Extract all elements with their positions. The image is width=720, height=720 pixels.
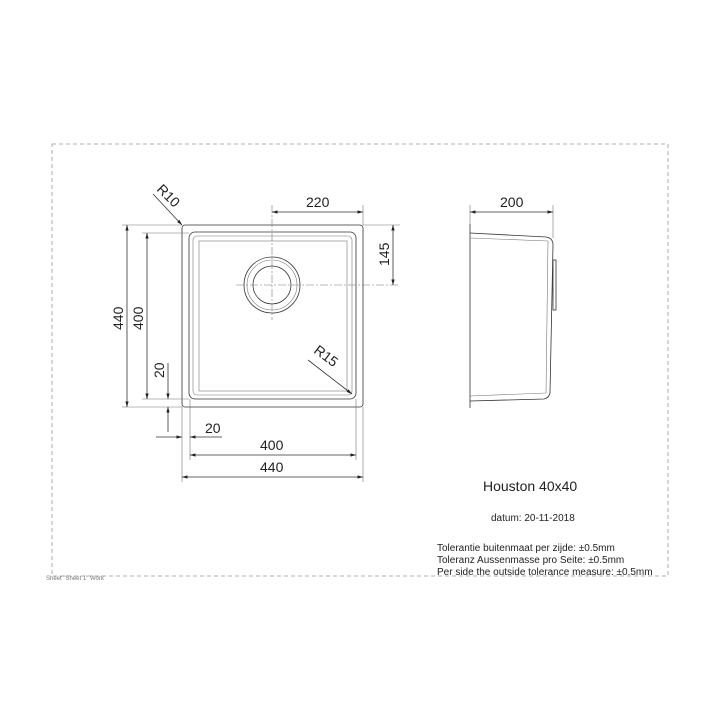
tolerance-nl: Tolerantie buitenmaat per zijde: ±0.5mm bbox=[437, 543, 615, 554]
dim-outer-width: 440 bbox=[260, 459, 284, 475]
sink-side-view bbox=[469, 224, 557, 408]
tolerance-de: Toleranz Aussenmasse pro Seite: ±0.5mm bbox=[437, 555, 625, 566]
dim-outer-height: 440 bbox=[110, 306, 126, 330]
dim-inner-height: 400 bbox=[130, 306, 146, 330]
tolerance-en: Per side the outside tolerance measure: … bbox=[437, 567, 653, 578]
dimension-lines bbox=[122, 193, 554, 482]
dim-depth: 200 bbox=[500, 194, 524, 210]
sink-top-view bbox=[181, 205, 400, 408]
sheet-border bbox=[51, 143, 669, 577]
dim-drain-y: 145 bbox=[376, 242, 392, 266]
drawing-date: datum: 20-11-2018 bbox=[491, 513, 575, 524]
dim-rim-vertical: 20 bbox=[151, 362, 167, 378]
dim-rim-horizontal: 20 bbox=[205, 420, 221, 436]
drawing-title: Houston 40x40 bbox=[483, 478, 578, 494]
dim-drain-x: 220 bbox=[306, 194, 330, 210]
dim-inner-width: 400 bbox=[260, 437, 284, 453]
dim-r10: R10 bbox=[154, 181, 184, 211]
sheet-label: Sheet "Sheet 1" Work bbox=[46, 576, 104, 582]
